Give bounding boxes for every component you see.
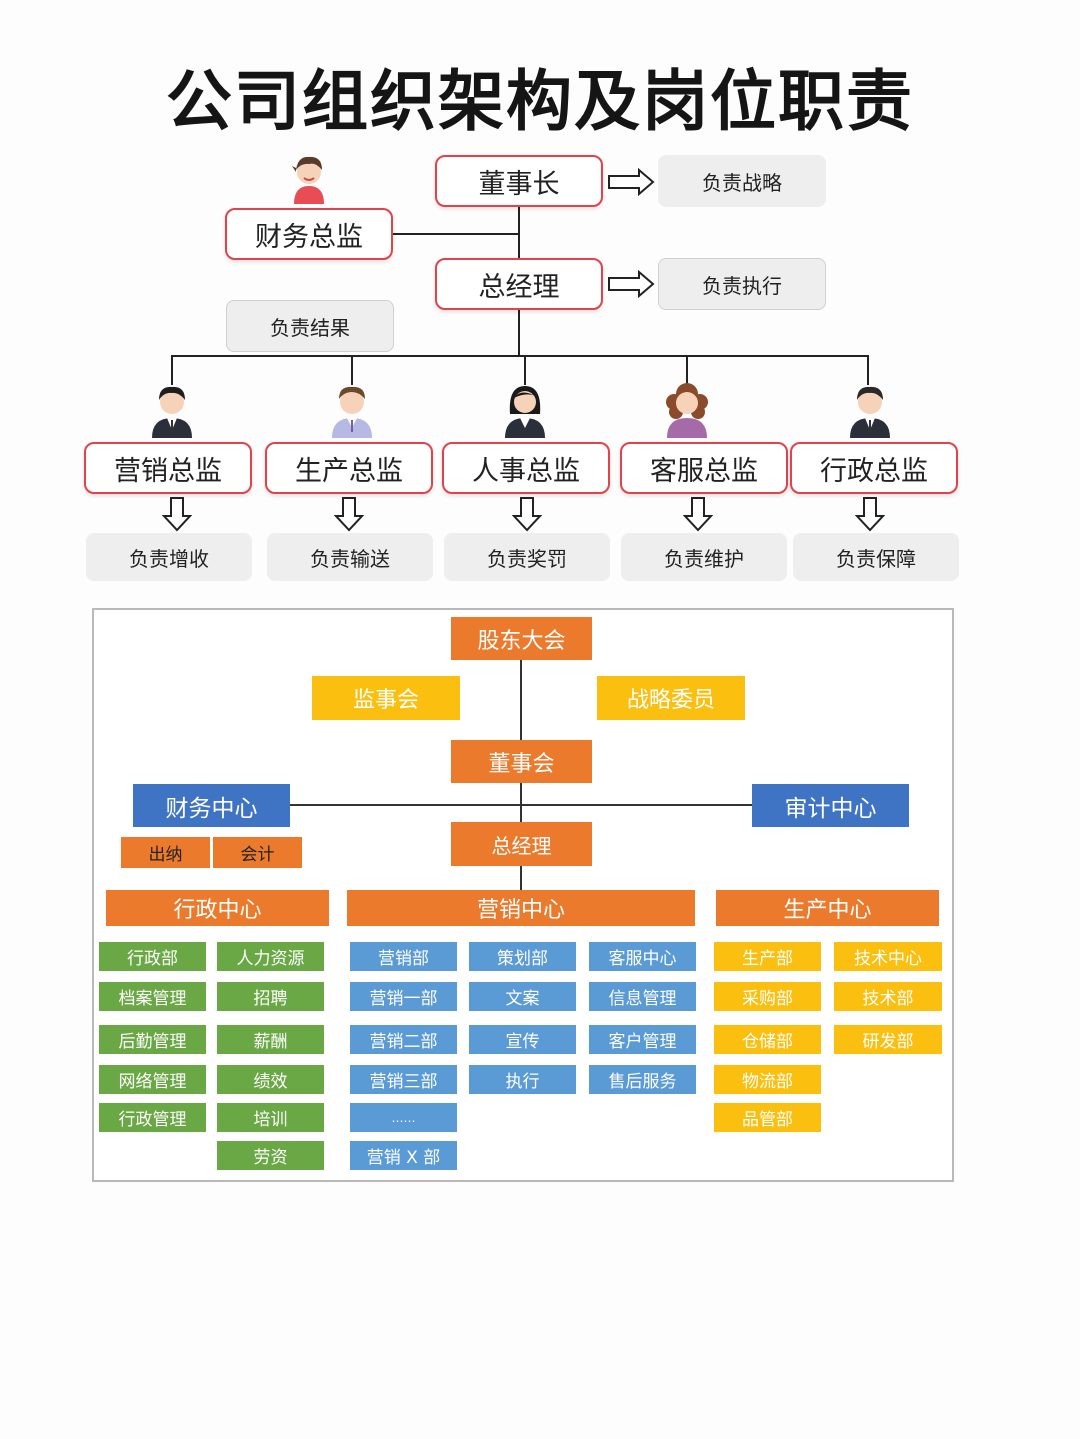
chairman-duty: 负责战略 (658, 155, 826, 207)
right-arrow-icon (608, 168, 655, 196)
director-marketing-box: 营销总监 (84, 442, 252, 494)
down-arrow-icon (162, 497, 192, 532)
duty-service: 负责维护 (621, 533, 787, 581)
dept-box: 物流部 (714, 1065, 821, 1094)
page-title: 公司组织架构及岗位职责 (166, 63, 914, 140)
duty-production: 负责输送 (267, 533, 433, 581)
chairman-label: 董事长 (478, 168, 560, 200)
down-arrow-icon (334, 497, 364, 532)
connector-d3 (524, 355, 526, 385)
director-production-box: 生产总监 (265, 442, 433, 494)
dept-box: 绩效 (217, 1065, 324, 1094)
dept-box: 营销三部 (350, 1065, 457, 1094)
connector-d1 (171, 355, 173, 385)
director-service-box: 客服总监 (620, 442, 788, 494)
dept-box: 行政管理 (99, 1103, 206, 1132)
cashier-box: 出纳 (121, 837, 210, 868)
board-box: 董事会 (451, 740, 592, 783)
duty-admin: 负责保障 (793, 533, 959, 581)
shareholders-box: 股东大会 (451, 617, 592, 660)
dept-box: 品管部 (714, 1103, 821, 1132)
gm-center-box: 总经理 (451, 822, 592, 866)
finance-center-box: 财务中心 (133, 784, 290, 827)
dept-box: 网络管理 (99, 1065, 206, 1094)
right-arrow-icon (608, 270, 655, 298)
dept-box: 客服中心 (589, 942, 696, 971)
connector-horizontal (171, 355, 869, 357)
director-hr-box: 人事总监 (442, 442, 610, 494)
connector-finance-audit (290, 804, 752, 806)
person-male-suit-icon (152, 386, 192, 438)
connector-gm-down (518, 310, 520, 356)
dept-box: 招聘 (217, 982, 324, 1011)
dept-box: 文案 (469, 982, 576, 1011)
dept-box: 档案管理 (99, 982, 206, 1011)
duty-hr: 负责奖罚 (444, 533, 610, 581)
dept-box: 研发部 (834, 1025, 942, 1054)
marketing-center-box: 营销中心 (347, 890, 695, 926)
audit-center-box: 审计中心 (752, 784, 909, 827)
dept-box: 售后服务 (589, 1065, 696, 1094)
dept-box: 劳资 (217, 1141, 324, 1170)
duty-marketing: 负责增收 (86, 533, 252, 581)
connector-cfo (391, 233, 519, 235)
dept-box: 薪酬 (217, 1025, 324, 1054)
cfo-duty: 负责结果 (226, 300, 394, 352)
cfo-label: 财务总监 (255, 221, 363, 253)
dept-box: 宣传 (469, 1025, 576, 1054)
down-arrow-icon (683, 497, 713, 532)
gm-label: 总经理 (478, 271, 560, 303)
dept-box: 营销二部 (350, 1025, 457, 1054)
dept-box: 客户管理 (589, 1025, 696, 1054)
dept-box: 生产部 (714, 942, 821, 971)
gm-box: 总经理 (435, 258, 603, 310)
dept-box: 营销 X 部 (350, 1141, 457, 1170)
dept-box: 采购部 (714, 982, 821, 1011)
connector-chairman-gm (518, 206, 520, 258)
supervisors-box: 监事会 (312, 676, 460, 720)
person-male-shirt-icon (332, 386, 372, 438)
person-male-suit-icon (850, 386, 890, 438)
down-arrow-icon (855, 497, 885, 532)
cfo-box: 财务总监 (225, 208, 393, 260)
dept-box: 执行 (469, 1065, 576, 1094)
accounting-box: 会计 (213, 837, 302, 868)
connector-d5 (867, 355, 869, 385)
dept-box: 培训 (217, 1103, 324, 1132)
chairman-box: 董事长 (435, 155, 603, 207)
director-admin-box: 行政总监 (790, 442, 958, 494)
dept-box: 技术部 (834, 982, 942, 1011)
connector-gm-centers (520, 866, 522, 890)
dept-box: 营销一部 (350, 982, 457, 1011)
gm-duty: 负责执行 (658, 258, 826, 310)
dept-box: 策划部 (469, 942, 576, 971)
dept-box: 营销部 (350, 942, 457, 971)
dept-box: 仓储部 (714, 1025, 821, 1054)
dept-box: 技术中心 (834, 942, 942, 971)
dept-box: 后勤管理 (99, 1025, 206, 1054)
person-female-curly-icon (666, 383, 708, 438)
dept-box: 行政部 (99, 942, 206, 971)
down-arrow-icon (512, 497, 542, 532)
connector-d4 (686, 355, 688, 385)
admin-center-box: 行政中心 (106, 890, 329, 926)
dept-box: …… (350, 1103, 457, 1132)
strategy-committee-box: 战略委员 (597, 676, 745, 720)
person-female-hr-icon (505, 386, 545, 438)
dept-box: 人力资源 (217, 942, 324, 971)
connector-d2 (351, 355, 353, 385)
dept-box: 信息管理 (589, 982, 696, 1011)
person-female-icon (292, 156, 324, 204)
production-center-box: 生产中心 (716, 890, 939, 926)
